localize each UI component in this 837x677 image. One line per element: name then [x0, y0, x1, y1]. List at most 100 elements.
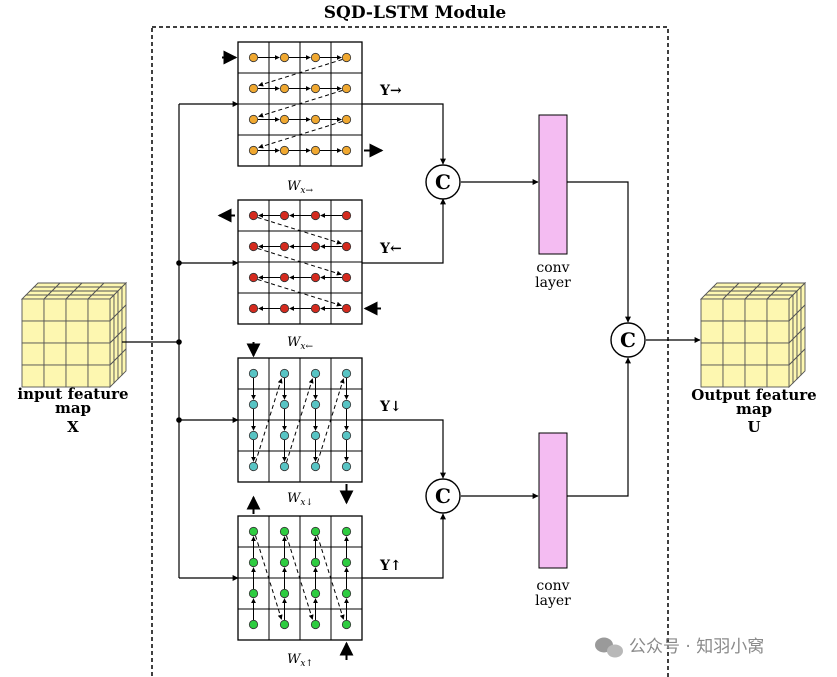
hidden-state-dot	[248, 526, 259, 537]
junction-dot	[176, 417, 182, 423]
output-label-line3: U	[747, 418, 760, 436]
cube-front-cell	[43, 364, 67, 388]
output-label-left: Y←	[379, 241, 402, 257]
cube-front-cell	[65, 320, 89, 344]
junction-dot	[176, 339, 182, 345]
hidden-state-dot	[248, 368, 259, 379]
wechat-icon	[595, 637, 623, 658]
hidden-state-dot	[279, 588, 290, 599]
cube-front-cell	[87, 298, 111, 322]
cube-front-cell	[766, 298, 790, 322]
hidden-state-dot	[310, 461, 321, 472]
hidden-state-dot	[310, 210, 321, 221]
cube-side-cell	[113, 355, 119, 385]
scan-transition	[257, 279, 342, 307]
cube-front-cell	[43, 320, 67, 344]
cube-front-cell	[87, 342, 111, 366]
cube-side-cell	[800, 347, 806, 377]
concat-node-bottom: C	[425, 478, 461, 514]
hidden-state-dot	[279, 430, 290, 441]
svg-text:C: C	[435, 170, 451, 194]
hidden-state-dot	[341, 241, 352, 252]
hidden-state-dot	[310, 526, 321, 537]
watermark-text: 公众号 · 知羽小窝	[629, 637, 764, 657]
output-label-line2: map	[736, 400, 772, 418]
weight-label-left: Wx←	[287, 335, 313, 352]
weight-label-down: Wx↓	[287, 491, 313, 508]
cube-front-cell	[21, 298, 45, 322]
cube-front-cell	[21, 364, 45, 388]
concat-node-final: C	[610, 322, 646, 358]
cube-front-cell	[766, 320, 790, 344]
cube-front-cell	[744, 342, 768, 366]
conv-layer-top	[538, 114, 568, 255]
input-label-line2: map	[55, 399, 91, 417]
output-label-line1: Output feature	[691, 386, 816, 404]
hidden-state-dot	[248, 461, 259, 472]
cube-front-cell	[65, 364, 89, 388]
cube-side-cell	[792, 355, 798, 385]
hidden-state-dot	[341, 430, 352, 441]
hidden-state-dot	[248, 145, 259, 156]
scan-transition	[255, 378, 283, 463]
cube-front-cell	[722, 298, 746, 322]
hidden-state-dot	[279, 303, 290, 314]
cube-side-cell	[109, 359, 115, 389]
output-label-down: Y↓	[379, 399, 402, 415]
svg-text:C: C	[435, 484, 451, 508]
module-border	[151, 26, 669, 677]
hidden-state-dot	[279, 461, 290, 472]
scan-transition	[317, 535, 345, 620]
hidden-state-dot	[248, 588, 259, 599]
watermark: 公众号 · 知羽小窝	[595, 637, 764, 658]
hidden-state-dot	[279, 52, 290, 63]
hidden-state-dot	[248, 619, 259, 630]
hidden-state-dot	[248, 272, 259, 283]
cube-side-cell	[796, 351, 802, 381]
hidden-state-dot	[341, 114, 352, 125]
cube-front-cell	[700, 320, 724, 344]
cube-front-cell	[744, 298, 768, 322]
conv-label-top-line2: layer	[535, 275, 571, 291]
input-label-line1: input feature	[17, 385, 128, 403]
hidden-state-dot	[248, 557, 259, 568]
junction-dot	[176, 260, 182, 266]
scan-transition	[258, 121, 343, 149]
svg-text:C: C	[620, 328, 636, 352]
hidden-state-dot	[248, 303, 259, 314]
hidden-state-dot	[341, 52, 352, 63]
conv-label-bottom-line1: conv	[536, 578, 569, 594]
hidden-state-dot	[341, 272, 352, 283]
hidden-state-dot	[248, 83, 259, 94]
hidden-state-dot	[341, 557, 352, 568]
hidden-state-dot	[310, 368, 321, 379]
hidden-state-dot	[248, 399, 259, 410]
scan-transition	[286, 378, 314, 463]
hidden-state-dot	[310, 83, 321, 94]
grid-down-scan	[237, 342, 363, 505]
module-title: SQD-LSTM Module	[324, 3, 507, 23]
cube-front-cell	[766, 364, 790, 388]
hidden-state-dot	[310, 303, 321, 314]
hidden-state-dot	[310, 399, 321, 410]
conv-label-top-line1: conv	[536, 260, 569, 276]
cube-front-cell	[744, 364, 768, 388]
cube-side-cell	[121, 347, 127, 377]
hidden-state-dot	[248, 52, 259, 63]
hidden-state-dot	[310, 114, 321, 125]
hidden-state-dot	[279, 619, 290, 630]
hidden-state-dot	[279, 210, 290, 221]
hidden-state-dot	[310, 619, 321, 630]
cube-front-cell	[700, 298, 724, 322]
weight-label-up: Wx↑	[287, 652, 313, 669]
hidden-state-dot	[248, 210, 259, 221]
grid-output-connections	[362, 103, 701, 579]
hidden-state-dot	[310, 241, 321, 252]
hidden-state-dot	[310, 557, 321, 568]
scan-transition	[257, 248, 342, 276]
hidden-state-dot	[341, 588, 352, 599]
hidden-state-dot	[310, 588, 321, 599]
weight-label-right: Wx→	[287, 179, 313, 196]
cube-front-cell	[722, 342, 746, 366]
cube-front-cell	[21, 342, 45, 366]
